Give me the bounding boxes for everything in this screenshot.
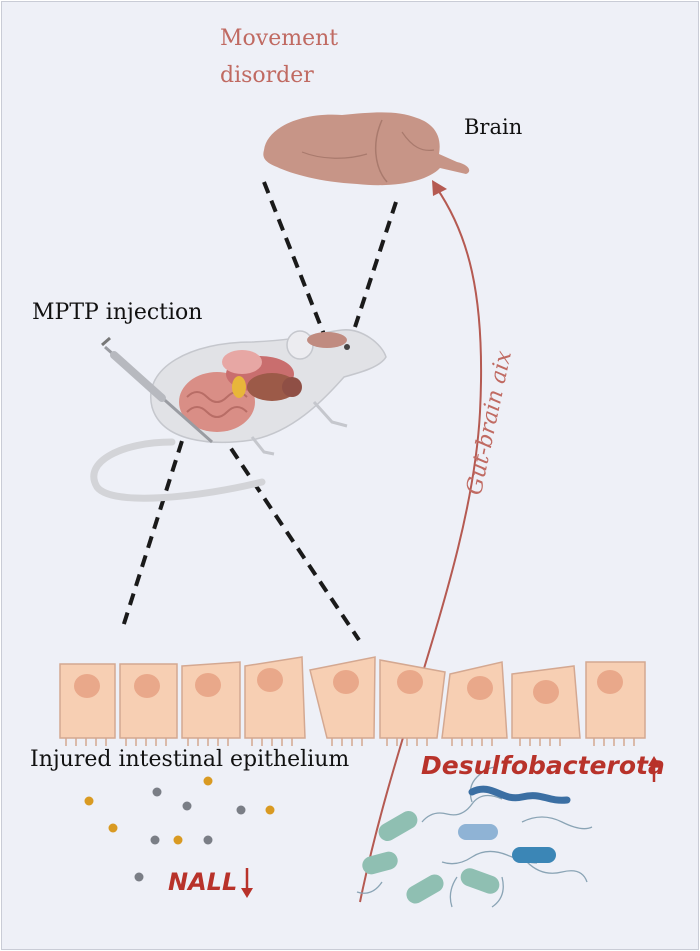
arrowhead-icon (432, 180, 447, 196)
bacteria-cluster (356, 766, 593, 908)
epithelial-cell (309, 656, 376, 739)
microvilli (65, 738, 635, 746)
epithelial-cell (585, 661, 646, 739)
epithelium-cells (59, 656, 646, 746)
gut-brain-arrow (359, 180, 483, 903)
epithelial-cell (59, 663, 116, 739)
movement-label-line1: Movement (220, 26, 339, 51)
down-arrow-icon (241, 868, 253, 898)
mouse-icon (90, 329, 387, 502)
epithelial-cell (244, 656, 306, 739)
epithelial-cell (181, 661, 241, 739)
up-arrow-icon (648, 756, 660, 782)
movement-label-line2: disorder (220, 63, 314, 88)
metabolite-dots (84, 776, 275, 882)
epithelial-cell (379, 659, 446, 739)
epithelial-cell (511, 665, 581, 739)
mptp-injection-label: MPTP injection (32, 300, 203, 325)
connector-lines (120, 181, 398, 642)
epithelial-cell (441, 661, 508, 739)
desulfobacterota-label: Desulfobacterota (421, 751, 665, 780)
movement-disorder-label: Movement disorder (220, 20, 338, 94)
brain-icon (263, 112, 470, 186)
epithelium-label: Injured intestinal epithelium (30, 747, 350, 772)
nall-label: NALL (168, 868, 238, 896)
brain-label: Brain (464, 115, 523, 139)
epithelial-cell (119, 663, 178, 739)
syringe-icon (101, 336, 213, 444)
